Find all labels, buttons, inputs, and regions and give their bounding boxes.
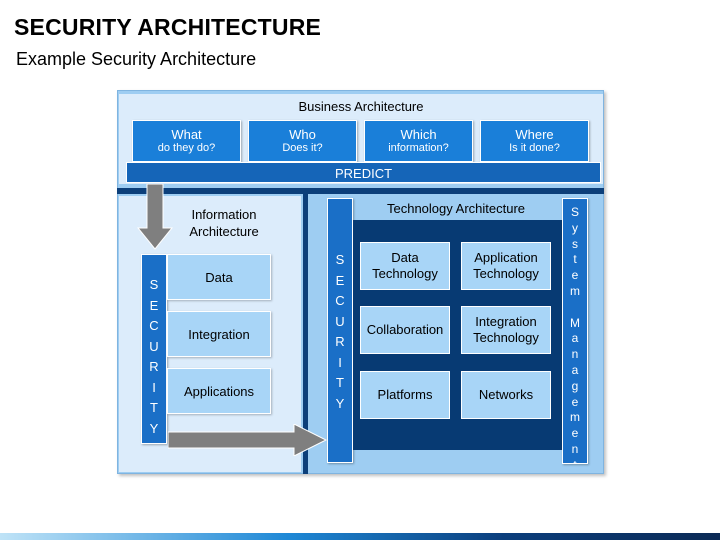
vertical-letter: R bbox=[149, 359, 159, 374]
question-main: What bbox=[171, 127, 202, 142]
info-box-data: Data bbox=[167, 254, 271, 300]
vertical-letter: I bbox=[152, 379, 156, 395]
vertical-letter: a bbox=[571, 363, 579, 377]
predict-bar: PREDICT bbox=[126, 162, 601, 183]
question-sub: do they do? bbox=[157, 142, 216, 154]
horizontal-divider bbox=[117, 188, 604, 194]
question-sub: Is it done? bbox=[509, 142, 560, 154]
information-architecture-title: Information Architecture bbox=[179, 206, 269, 240]
tech-line1: Platforms bbox=[377, 387, 433, 402]
vertical-letter: U bbox=[149, 338, 159, 354]
vertical-letter: Y bbox=[335, 395, 345, 411]
vertical-letter: S bbox=[335, 252, 345, 267]
question-box-which: Which information? bbox=[364, 120, 473, 162]
vertical-letter: n bbox=[571, 347, 579, 362]
vertical-letter: e bbox=[571, 268, 579, 283]
question-main: Where bbox=[515, 127, 554, 142]
tech-line2: Technology bbox=[473, 330, 539, 345]
tech-line2: Technology bbox=[473, 266, 539, 281]
vertical-letter: T bbox=[150, 400, 158, 415]
information-title-line1: Information bbox=[191, 207, 257, 222]
vertical-letter: g bbox=[571, 378, 579, 393]
slide-title: SECURITY ARCHITECTURE bbox=[14, 14, 322, 40]
vertical-letter: S bbox=[149, 277, 159, 292]
info-box-applications: Applications bbox=[167, 368, 271, 414]
tech-line1: Integration bbox=[475, 314, 537, 329]
question-sub: Does it? bbox=[282, 142, 323, 154]
system-management-bar: SystemManagement bbox=[562, 198, 588, 464]
vertical-letter: a bbox=[571, 331, 579, 346]
tech-line1: Application bbox=[474, 250, 538, 265]
vertical-letter: R bbox=[335, 334, 345, 349]
vertical-letter: m bbox=[570, 410, 580, 425]
down-arrow-icon bbox=[137, 184, 173, 250]
tech-line1: Networks bbox=[478, 387, 534, 402]
tech-line1: Data bbox=[391, 250, 419, 265]
vertical-letter: e bbox=[571, 394, 579, 409]
vertical-letter: m bbox=[570, 284, 580, 298]
vertical-letter: t bbox=[563, 458, 587, 463]
vertical-letter: M bbox=[570, 315, 580, 330]
vertical-letter: t bbox=[573, 252, 577, 267]
info-box-integration: Integration bbox=[167, 311, 271, 357]
vertical-letter: E bbox=[335, 272, 345, 288]
vertical-letter: U bbox=[335, 313, 345, 329]
question-main: Who bbox=[289, 127, 316, 142]
vertical-letter: s bbox=[572, 236, 578, 251]
question-box-what: What do they do? bbox=[132, 120, 241, 162]
vertical-letter: C bbox=[335, 293, 345, 308]
question-box-who: Who Does it? bbox=[248, 120, 357, 162]
vertical-letter: S bbox=[570, 205, 579, 219]
question-box-where: Where Is it done? bbox=[480, 120, 589, 162]
vertical-letter: C bbox=[149, 318, 159, 333]
tech-line2: Technology bbox=[372, 266, 438, 281]
right-arrow-icon bbox=[168, 424, 328, 456]
slide-subtitle: Example Security Architecture bbox=[16, 49, 257, 69]
vertical-letter: e bbox=[571, 426, 579, 441]
tech-line1: Collaboration bbox=[366, 322, 444, 337]
tech-box-collaboration: Collaboration bbox=[360, 306, 450, 354]
tech-box-networks: Networks bbox=[461, 371, 551, 419]
information-title-line2: Architecture bbox=[189, 224, 259, 239]
technology-architecture-title: Technology Architecture bbox=[386, 201, 526, 216]
vertical-letter: T bbox=[336, 375, 344, 390]
vertical-letter: n bbox=[571, 442, 579, 456]
vertical-letter: y bbox=[572, 220, 578, 235]
vertical-letter: Y bbox=[149, 420, 159, 436]
vertical-divider bbox=[303, 194, 308, 474]
business-architecture-title: Business Architecture bbox=[298, 99, 424, 114]
question-main: Which bbox=[400, 127, 437, 142]
vertical-letter: I bbox=[338, 354, 342, 370]
vertical-letter: E bbox=[149, 297, 159, 313]
footer-gradient-bar bbox=[0, 533, 720, 540]
question-sub: information? bbox=[388, 142, 449, 154]
tech-box-platforms: Platforms bbox=[360, 371, 450, 419]
